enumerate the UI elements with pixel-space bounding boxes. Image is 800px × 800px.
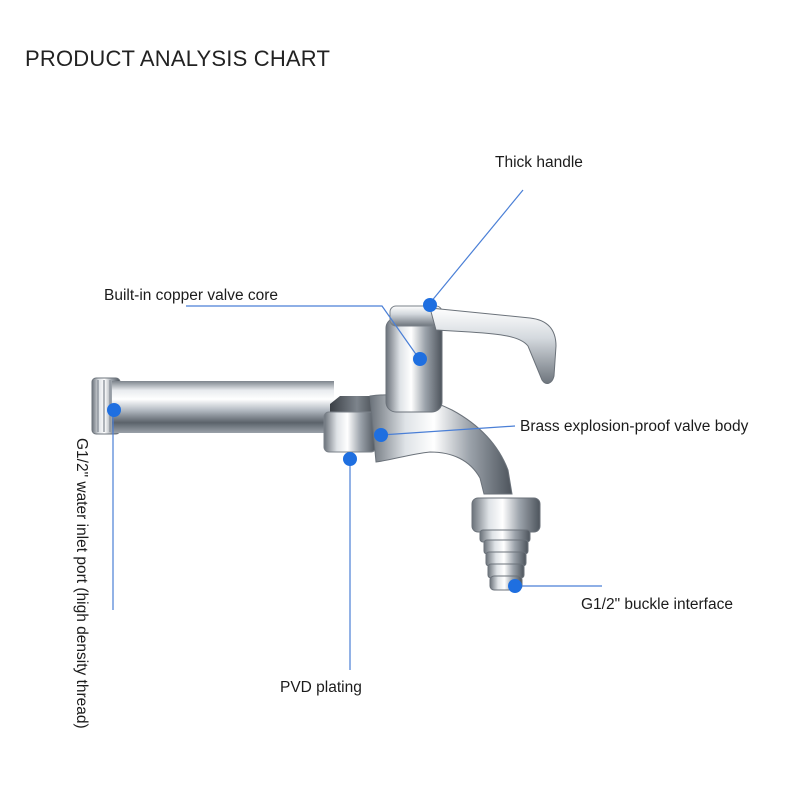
callout-thick-handle: Thick handle	[495, 154, 583, 171]
callout-markers	[107, 298, 522, 593]
faucet-body	[91, 305, 557, 591]
marker-thick-handle	[423, 298, 437, 312]
marker-buckle-interface	[508, 579, 522, 593]
chart-title: PRODUCT ANALYSIS CHART	[25, 46, 331, 71]
marker-valve-core	[413, 352, 427, 366]
leader-lines	[112, 189, 602, 670]
callout-buckle-interface: G1/2" buckle interface	[581, 596, 733, 613]
marker-valve-body	[374, 428, 388, 442]
leader-line-thick-handle	[429, 189, 524, 304]
callout-inlet-port: G1/2" water inlet port (high density thr…	[73, 438, 90, 729]
marker-inlet-port	[107, 403, 121, 417]
callout-valve-body: Brass explosion-proof valve body	[520, 418, 749, 435]
leader-line-valve-body	[380, 425, 516, 436]
callout-valve-core: Built-in copper valve core	[104, 287, 279, 304]
leader-line-valve-core	[186, 305, 421, 361]
callout-pvd-plating: PVD plating	[280, 679, 362, 696]
marker-pvd-plating	[343, 452, 357, 466]
